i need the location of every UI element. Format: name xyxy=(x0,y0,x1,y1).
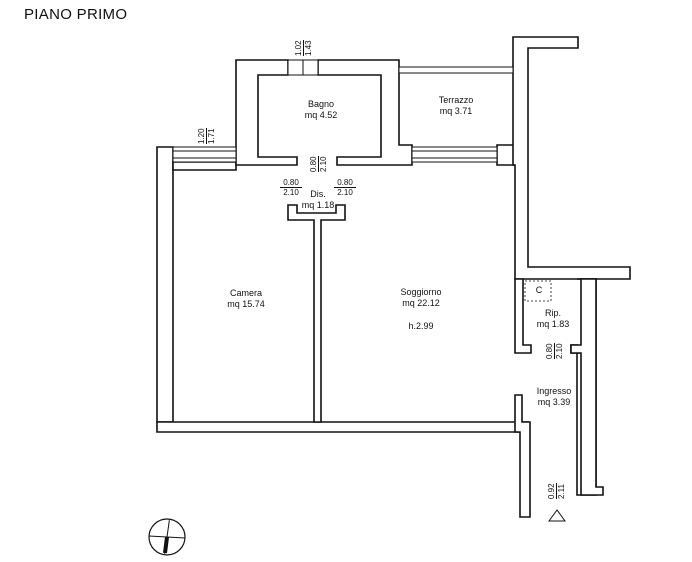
dim-camera-window-top: 1.20 xyxy=(197,128,207,144)
room-bagno-area: mq 4.52 xyxy=(304,110,338,120)
dim-bagno-window-top: 1.02 xyxy=(294,40,304,56)
wall-camera-top xyxy=(172,161,237,171)
entrance-triangle-icon xyxy=(548,509,566,522)
dim-entrance-door-top: 0.92 xyxy=(547,483,557,499)
wall-bagno xyxy=(235,59,298,166)
room-dis-area: mq 1.18 xyxy=(301,200,335,210)
room-soggiorno-area: mq 22.12 xyxy=(402,298,440,308)
dim-camera-window: 1.20 1.71 xyxy=(197,128,216,144)
room-closet-label: C xyxy=(535,285,543,295)
dim-dis-door-left: 0.80 2.10 xyxy=(280,178,302,197)
plan-title: PIANO PRIMO xyxy=(24,6,128,23)
room-camera-label: Camera mq 15.74 xyxy=(218,288,274,310)
room-bagno-name: Bagno xyxy=(307,99,335,109)
dim-camera-window-bottom: 1.71 xyxy=(207,128,216,144)
dim-bagno-window: 1.02 1.43 xyxy=(294,40,313,56)
dim-entrance-door-bottom: 2.11 xyxy=(557,484,566,499)
room-terrazzo-area: mq 3.71 xyxy=(439,106,473,116)
dim-dis-door-right-bottom: 2.10 xyxy=(337,188,353,197)
room-ingresso-area: mq 3.39 xyxy=(537,397,571,407)
dim-bagno-door: 0.80 2.10 xyxy=(309,156,328,172)
room-camera-area: mq 15.74 xyxy=(227,299,265,309)
dim-bagno-door-top: 0.80 xyxy=(309,156,319,172)
wall-right-upper xyxy=(512,36,631,280)
wall-dis xyxy=(287,204,346,423)
dim-dis-door-right-top: 0.80 xyxy=(334,178,356,188)
room-rip-label: Rip. mq 1.83 xyxy=(529,308,577,330)
room-dis-label: Dis. mq 1.18 xyxy=(296,189,340,211)
room-rip-area: mq 1.83 xyxy=(536,319,570,329)
room-camera-name: Camera xyxy=(229,288,262,298)
dim-bagno-window-bottom: 1.43 xyxy=(304,40,313,56)
window-camera xyxy=(172,146,237,163)
wall-rip-right-main xyxy=(570,278,604,496)
dim-dis-door-left-top: 0.80 xyxy=(280,178,302,188)
wall-bagno-right xyxy=(317,59,413,166)
room-terrazzo-name: Terrazzo xyxy=(438,95,474,105)
room-ingresso-name: Ingresso xyxy=(536,386,572,396)
room-ingresso-label: Ingresso mq 3.39 xyxy=(528,386,580,408)
closet-box xyxy=(524,280,552,302)
window-terrazzo-top xyxy=(398,66,514,74)
compass-icon xyxy=(148,518,186,556)
room-soggiorno-name: Soggiorno xyxy=(400,287,442,297)
room-soggiorno-label: Soggiorno mq 22.12 h.2.99 xyxy=(390,287,452,332)
dim-rip-door: 0.80 2.10 xyxy=(545,343,564,359)
room-dis-name: Dis. xyxy=(310,189,326,199)
wall-ingresso-left xyxy=(514,394,531,518)
dim-rip-door-bottom: 2.10 xyxy=(555,343,564,359)
wall-soggiorno-top xyxy=(412,162,497,170)
dim-entrance-door: 0.92 2.11 xyxy=(547,483,566,499)
window-terrazzo-bottom xyxy=(411,146,498,163)
room-bagno-label: Bagno mq 4.52 xyxy=(296,99,346,121)
dim-rip-door-top: 0.80 xyxy=(545,343,555,359)
wall-camera-left xyxy=(156,146,174,423)
room-rip-name: Rip. xyxy=(544,308,561,318)
wall-bottom xyxy=(156,421,529,433)
dim-dis-door-right: 0.80 2.10 xyxy=(334,178,356,197)
room-terrazzo-label: Terrazzo mq 3.71 xyxy=(428,95,484,117)
wall-soggiorno-right xyxy=(514,278,532,354)
room-soggiorno-height: h.2.99 xyxy=(408,321,434,331)
dim-dis-door-left-bottom: 2.10 xyxy=(283,188,299,197)
dim-bagno-door-bottom: 2.10 xyxy=(319,156,328,172)
